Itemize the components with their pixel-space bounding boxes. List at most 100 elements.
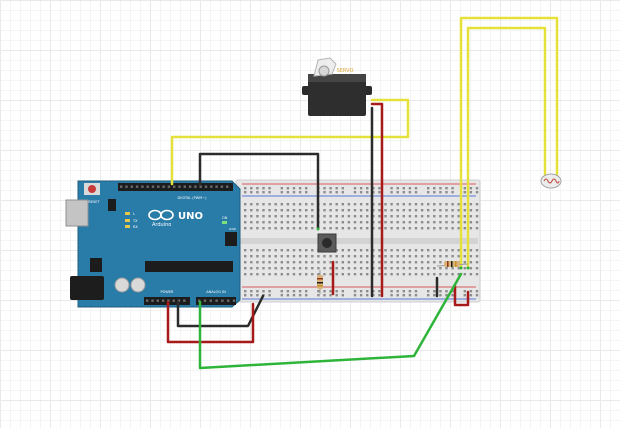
terminal-hole <box>469 215 473 218</box>
terminal-hole <box>347 261 351 264</box>
terminal-hole <box>463 215 466 218</box>
icsp-header <box>225 232 237 246</box>
terminal-hole <box>445 255 448 258</box>
terminal-hole <box>408 261 412 264</box>
header-pin <box>210 185 213 188</box>
terminal-hole <box>414 203 418 206</box>
header-pin <box>221 299 224 302</box>
terminal-hole <box>390 215 393 218</box>
terminal-hole <box>244 215 247 218</box>
terminal-hole <box>262 267 265 270</box>
terminal-hole <box>292 261 296 264</box>
rail-hole <box>366 290 369 293</box>
terminal-hole <box>414 267 418 270</box>
terminal-hole <box>244 227 247 230</box>
terminal-hole <box>323 227 326 230</box>
terminal-hole <box>250 267 253 270</box>
led-l <box>125 212 130 215</box>
terminal-hole <box>311 203 314 206</box>
terminal-hole <box>427 249 430 252</box>
terminal-hole <box>384 227 387 230</box>
rail-hole <box>414 290 418 293</box>
terminal-hole <box>244 267 247 270</box>
terminal-hole <box>469 209 473 212</box>
terminal-hole <box>463 249 466 252</box>
terminal-hole <box>262 227 265 230</box>
terminal-hole <box>366 255 369 258</box>
terminal-hole <box>323 267 326 270</box>
rail-hole <box>250 191 253 194</box>
header-pin <box>125 185 128 188</box>
led-rx <box>125 225 130 228</box>
terminal-hole <box>384 209 387 212</box>
terminal-hole <box>268 203 271 206</box>
rail-hole <box>372 290 375 293</box>
rail-hole <box>250 290 253 293</box>
terminal-hole <box>341 215 344 218</box>
terminal-hole <box>445 221 448 224</box>
header-pin <box>141 185 144 188</box>
terminal-hole <box>457 221 460 224</box>
digital-header <box>118 183 233 191</box>
header-pin <box>167 185 171 188</box>
terminal-hole <box>469 203 473 206</box>
terminal-hole <box>347 221 351 224</box>
rail-hole <box>280 191 283 194</box>
header-pin <box>199 185 202 188</box>
terminal-hole <box>408 267 412 270</box>
terminal-hole <box>335 215 338 218</box>
terminal-hole <box>292 203 296 206</box>
rail-hole <box>286 187 290 190</box>
terminal-hole <box>256 215 259 218</box>
rail-hole <box>268 294 271 297</box>
wire-black-button <box>198 152 320 230</box>
terminal-hole <box>347 209 351 212</box>
ldr-track <box>543 178 560 184</box>
terminal-hole <box>292 209 296 212</box>
terminal-hole <box>329 255 332 258</box>
terminal-hole <box>347 227 351 230</box>
terminal-hole <box>305 209 308 212</box>
terminal-hole <box>329 221 332 224</box>
arduino-logo-icon <box>148 209 174 221</box>
terminal-hole <box>311 273 314 276</box>
terminal-hole <box>439 261 442 264</box>
terminal-hole <box>378 249 381 252</box>
terminal-hole <box>378 227 381 230</box>
terminal-hole <box>366 203 369 206</box>
terminal-hole <box>475 209 479 212</box>
terminal-hole <box>396 203 399 206</box>
terminal-hole <box>433 209 436 212</box>
rail-hole <box>329 187 332 190</box>
terminal-hole <box>402 273 405 276</box>
ldr-body <box>540 173 562 189</box>
rail-hole <box>335 290 338 293</box>
header-pin <box>173 185 176 188</box>
terminal-hole <box>359 261 363 264</box>
terminal-hole <box>353 249 357 252</box>
terminal-hole <box>439 249 442 252</box>
terminal-hole <box>366 267 369 270</box>
terminal-hole <box>298 209 302 212</box>
terminal-hole <box>244 221 247 224</box>
terminal-hole <box>280 227 283 230</box>
terminal-hole <box>457 203 460 206</box>
rail-hole <box>378 290 381 293</box>
terminal-hole <box>280 221 283 224</box>
terminal-hole <box>396 215 399 218</box>
terminal-hole <box>359 249 363 252</box>
terminal-hole <box>378 255 381 258</box>
terminal-hole <box>396 267 399 270</box>
terminal-hole <box>420 203 424 206</box>
terminal-hole <box>427 209 430 212</box>
terminal-hole <box>457 273 460 276</box>
terminal-hole <box>323 215 326 218</box>
terminal-hole <box>286 261 290 264</box>
terminal-hole <box>353 261 357 264</box>
terminal-hole <box>378 215 381 218</box>
terminal-hole <box>402 261 405 264</box>
terminal-hole <box>353 273 357 276</box>
rail-hole <box>414 191 418 194</box>
rail-hole <box>372 187 375 190</box>
